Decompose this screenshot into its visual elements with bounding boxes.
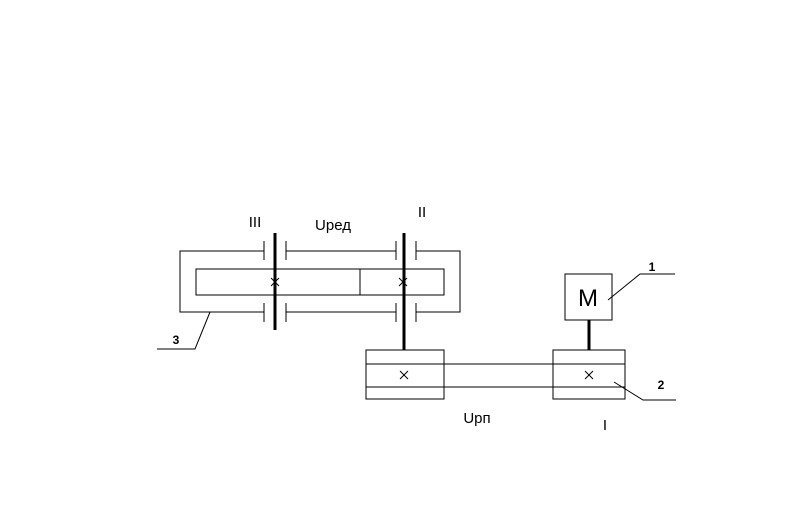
housing-left-bracket [179,250,264,313]
housing-right-bracket [416,250,461,313]
leader-3 [157,311,211,350]
callout-2-label: 2 [658,378,665,392]
shaft-3 [263,233,287,330]
shaft-3-label: III [249,214,262,231]
driven-pulley [365,349,445,400]
leader-lines [157,273,676,401]
motor: M [564,273,613,350]
leader-2 [613,381,676,401]
motor-symbol: M [578,285,598,312]
gear-pair-outline [195,268,445,296]
leader-1 [607,273,675,301]
driven-pulley-cross-icon [399,370,409,380]
belt-drive [365,349,626,400]
belt-ratio-label: Uрп [463,410,490,427]
gear-pair [195,268,445,296]
callout-1-label: 1 [649,260,656,274]
reducer-ratio-label: Uред [315,217,351,234]
reducer-housing [179,250,461,313]
shaft-2 [395,233,417,350]
shaft-1-label: I [603,417,607,434]
shaft-2-label: II [418,204,426,221]
drive-pulley-cross-icon [584,370,594,380]
callout-3-label: 3 [173,333,180,347]
